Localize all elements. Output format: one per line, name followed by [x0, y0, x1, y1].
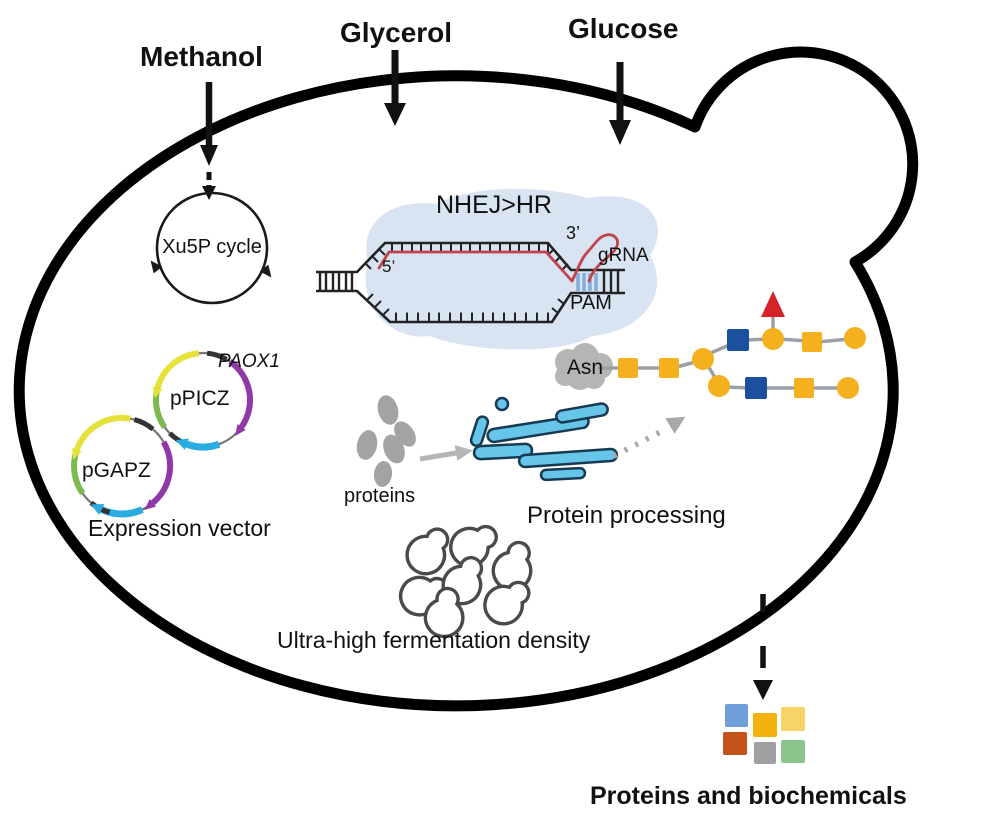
asn-blob	[555, 343, 613, 390]
paox1-label: PAOX1	[218, 351, 280, 372]
glycan-nodes	[618, 291, 866, 399]
proteins-biochemicals-label: Proteins and biochemicals	[590, 782, 907, 810]
cell-membrane-outline	[13, 46, 919, 712]
three-prime-label: 3’	[566, 223, 581, 243]
fucose-triangle	[761, 291, 785, 317]
protein-processing-label: Protein processing	[527, 502, 726, 529]
pgapz-purple-arc	[150, 440, 173, 506]
crispr-dna	[316, 241, 625, 324]
plasmid-ppicz	[152, 350, 254, 451]
ppicz-cyan-arc	[185, 440, 221, 451]
glycerol-arrow	[384, 50, 406, 126]
methanol-arrow	[200, 82, 218, 200]
cycle-arrowhead-left	[150, 260, 163, 274]
glycerol-label: Glycerol	[340, 17, 453, 48]
methanol-label: Methanol	[140, 41, 263, 72]
grna-strand	[377, 233, 619, 283]
pgapz-yellow-arc	[74, 415, 131, 451]
glucose-arrow	[609, 62, 631, 145]
pam-rungs	[576, 273, 598, 291]
xu5p-cycle-circle	[150, 191, 272, 305]
product-squares	[723, 704, 805, 764]
xu5p-cycle-label: Xu5P cycle	[162, 236, 262, 258]
ppicz-purple-arc	[228, 359, 254, 429]
nhej-hr-label: NHEJ>HR	[436, 191, 552, 219]
ppicz-dark-arc-1	[206, 350, 228, 362]
asn-label: Asn	[566, 356, 604, 379]
golgi-stacks	[469, 396, 619, 482]
cas9-blob	[365, 188, 659, 350]
proteins-to-golgi-arrow	[419, 445, 473, 462]
dna-right-rungs	[602, 271, 620, 292]
plasmid-pgapz	[71, 415, 173, 518]
ppicz-yellow-arc	[154, 350, 200, 389]
golgi-to-glycan-arrow	[612, 416, 686, 459]
cycle-arrowhead-right	[259, 264, 272, 278]
protein-blobs	[356, 395, 416, 487]
pgapz-dark-arc-1	[133, 417, 155, 432]
five-prime-label: 5’	[382, 257, 396, 276]
pgapz-label: pGAPZ	[82, 459, 151, 482]
proteins-label: proteins	[344, 485, 416, 507]
fermentation-density-label: Ultra-high fermentation density	[277, 627, 591, 653]
dna-bottom-ticks	[395, 312, 549, 322]
secretion-arrow	[753, 594, 773, 700]
ppicz-label: pPICZ	[170, 387, 230, 410]
grna-label: gRNA	[598, 245, 649, 266]
dna-top-ticks	[391, 243, 549, 253]
dna-top-strand	[316, 241, 625, 274]
dna-left-rungs	[318, 272, 354, 291]
expression-vector-label: Expression vector	[88, 515, 271, 541]
dna-fork-hatches	[364, 248, 569, 316]
pam-label: PAM	[570, 292, 612, 314]
glucose-label: Glucose	[568, 13, 679, 44]
